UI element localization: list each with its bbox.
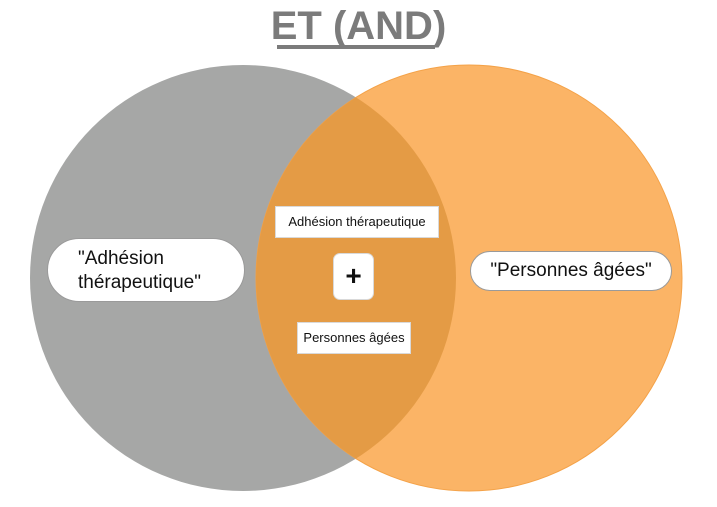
title-underline <box>277 45 435 49</box>
intersection-term-1: Adhésion thérapeutique <box>275 206 439 238</box>
plus-operator: + <box>333 253 374 300</box>
left-set-label: "Adhésion thérapeutique" <box>47 238 245 302</box>
intersection-region <box>256 65 456 491</box>
diagram-title: ET (AND) <box>270 4 447 48</box>
intersection-term-2: Personnes âgées <box>297 322 411 354</box>
right-set-label: "Personnes âgées" <box>470 251 672 291</box>
